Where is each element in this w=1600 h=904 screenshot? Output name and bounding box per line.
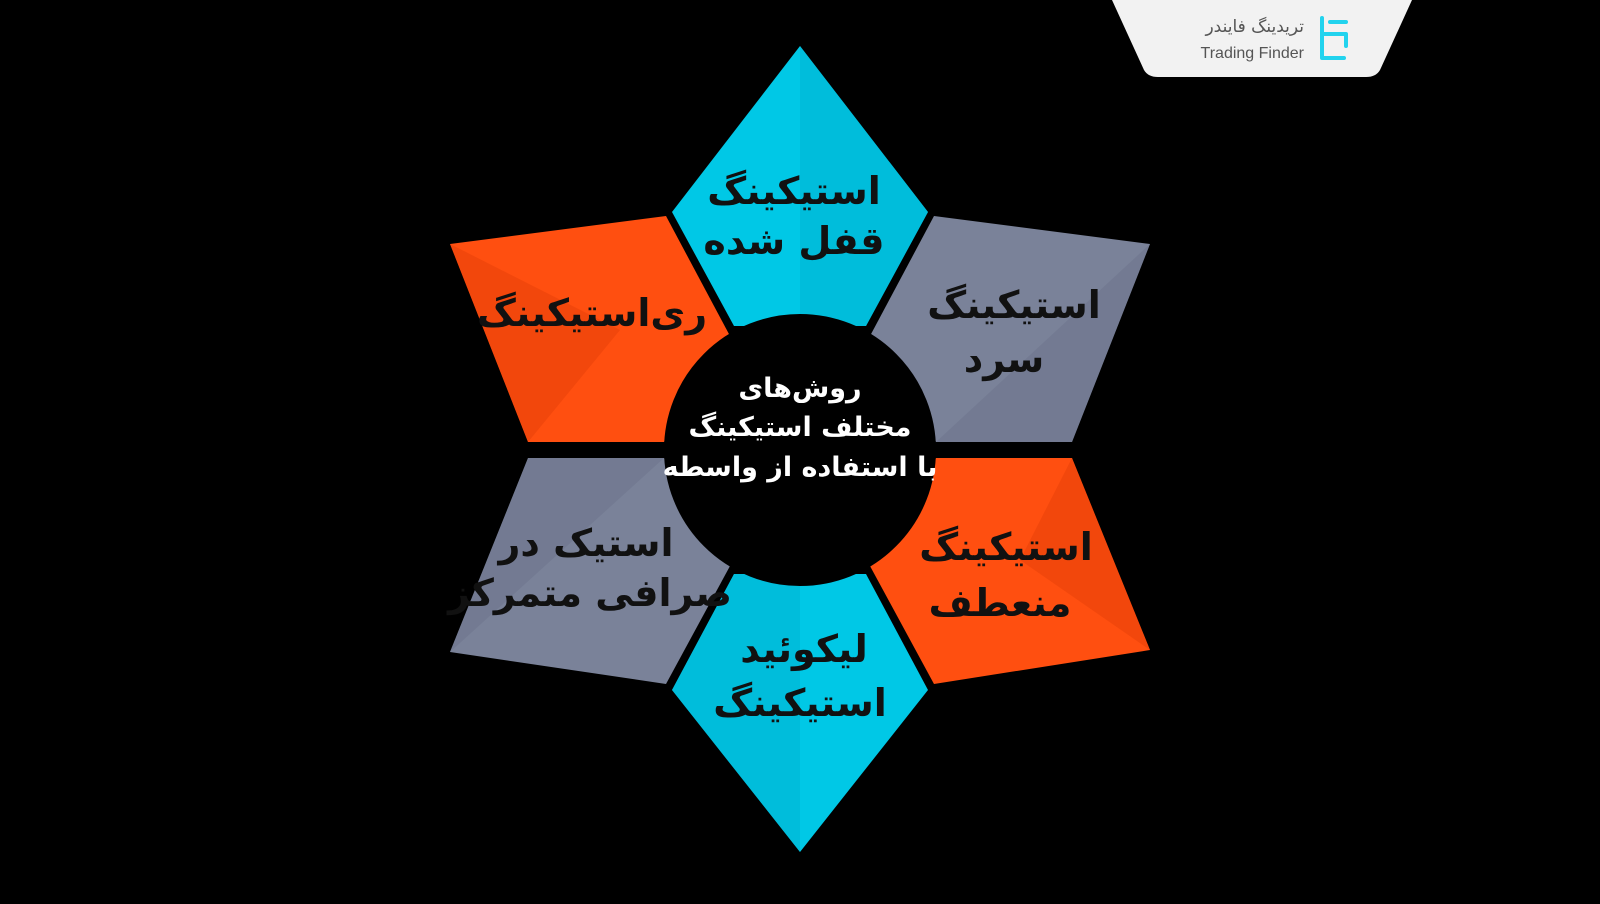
petal-upper-right — [870, 216, 1150, 442]
petal-top-label-line-1: استیکینگ — [707, 169, 880, 213]
petal-upper-left-label-line-1: ری‌استیکینگ — [477, 291, 707, 335]
petal-lower-left-shade — [450, 458, 664, 652]
center-circle — [664, 314, 936, 586]
petal-bottom-shade — [672, 574, 800, 852]
petal-top-shade — [800, 46, 928, 326]
petal-lower-right-label-line-1: استیکینگ — [919, 525, 1092, 569]
petal-lower-right — [870, 458, 1150, 684]
petal-upper-right-label-line-2: سرد — [964, 337, 1045, 381]
petal-top-label-line-2: قفل شده — [703, 219, 884, 263]
center-title-line-1: روش‌های — [738, 373, 861, 404]
petal-lower-right-label-line-2: منعطف — [929, 581, 1072, 625]
logo-mark-stroke-1 — [1320, 16, 1346, 60]
petal-lower-left-label-line-2: صرافی متمرکز — [446, 571, 732, 615]
petal-top — [672, 46, 928, 326]
logo-banner-background — [1112, 0, 1412, 77]
petal-lower-left-label-line-1: استیک در — [497, 521, 674, 565]
petal-upper-left — [450, 216, 730, 442]
trading-finder-logo-icon — [1320, 16, 1348, 60]
petal-upper-left-shade — [450, 244, 620, 442]
logo-name-fa: تریدینگ فایندر — [1204, 16, 1304, 37]
logo-banner: تریدینگ فایندر Trading Finder — [1112, 0, 1412, 77]
petal-lower-right-shade — [1020, 458, 1150, 650]
logo-name-en: Trading Finder — [1201, 45, 1305, 62]
logo-mark-stroke-2 — [1320, 32, 1348, 48]
petal-bottom-label-line-1: لیکوئید — [740, 627, 867, 671]
petal-bottom-label-line-2: استیکینگ — [713, 681, 886, 725]
petal-upper-right-label-line-1: استیکینگ — [927, 283, 1100, 327]
center-title-line-3: با استفاده از واسطه — [663, 452, 938, 483]
petal-upper-right-shade — [936, 244, 1150, 442]
center-title-line-2: مختلف استیکینگ — [688, 411, 911, 443]
petal-bottom — [672, 574, 928, 852]
petal-lower-left — [450, 458, 730, 684]
